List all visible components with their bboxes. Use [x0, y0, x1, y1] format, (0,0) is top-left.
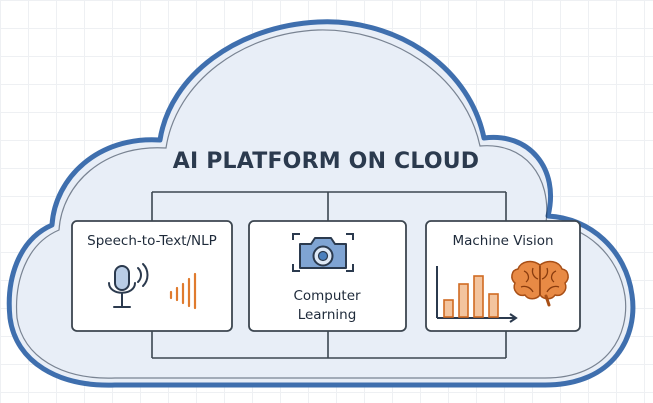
bar-chart-icon — [436, 266, 518, 323]
card-machine-vision: Machine Vision — [425, 220, 581, 332]
bottom-connector — [151, 330, 507, 359]
card-computer-learning: Computer Learning — [248, 220, 407, 332]
card-label-speech: Speech-to-Text/NLP — [87, 233, 217, 249]
microphone-icon — [108, 265, 136, 308]
card-label-learning: Learning — [298, 307, 357, 323]
card-label-vision: Machine Vision — [452, 233, 553, 249]
sound-waves-icon — [137, 263, 149, 287]
card-label-computer: Computer — [293, 288, 361, 304]
audio-bars-icon — [169, 272, 197, 310]
diagram-title: AI PLATFORM ON CLOUD — [173, 149, 480, 174]
cloud-inner-outline — [15, 29, 627, 379]
top-connector — [151, 191, 507, 222]
brain-icon — [511, 260, 569, 307]
card-speech-to-text: Speech-to-Text/NLP — [71, 220, 233, 332]
camera-icon — [292, 233, 354, 272]
